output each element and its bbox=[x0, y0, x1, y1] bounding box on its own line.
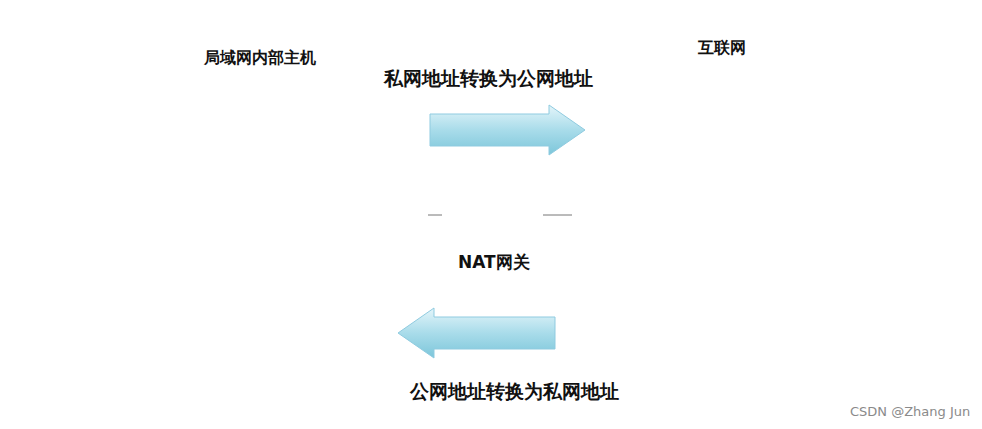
cloud-region: 局域网内部主机 bbox=[4, 40, 440, 402]
wire bbox=[428, 215, 442, 216]
router-node: NAT网关 bbox=[440, 185, 548, 277]
cloud-shape bbox=[553, 28, 977, 340]
node-label: 互联网 bbox=[698, 38, 746, 59]
block-arrow bbox=[398, 308, 555, 358]
edge-label: 私网地址转换为公网地址 bbox=[384, 65, 612, 93]
edge-label: 公网地址转换为私网地址 bbox=[410, 378, 619, 406]
watermark: CSDN @Zhang Jun bbox=[850, 404, 970, 419]
block-arrow bbox=[430, 105, 585, 155]
cloud-shape bbox=[4, 40, 440, 402]
node-label: 局域网内部主机 bbox=[204, 48, 316, 69]
node-label: NAT网关 bbox=[458, 251, 530, 274]
wire bbox=[543, 215, 572, 216]
cloud-region: 互联网 bbox=[553, 28, 977, 340]
